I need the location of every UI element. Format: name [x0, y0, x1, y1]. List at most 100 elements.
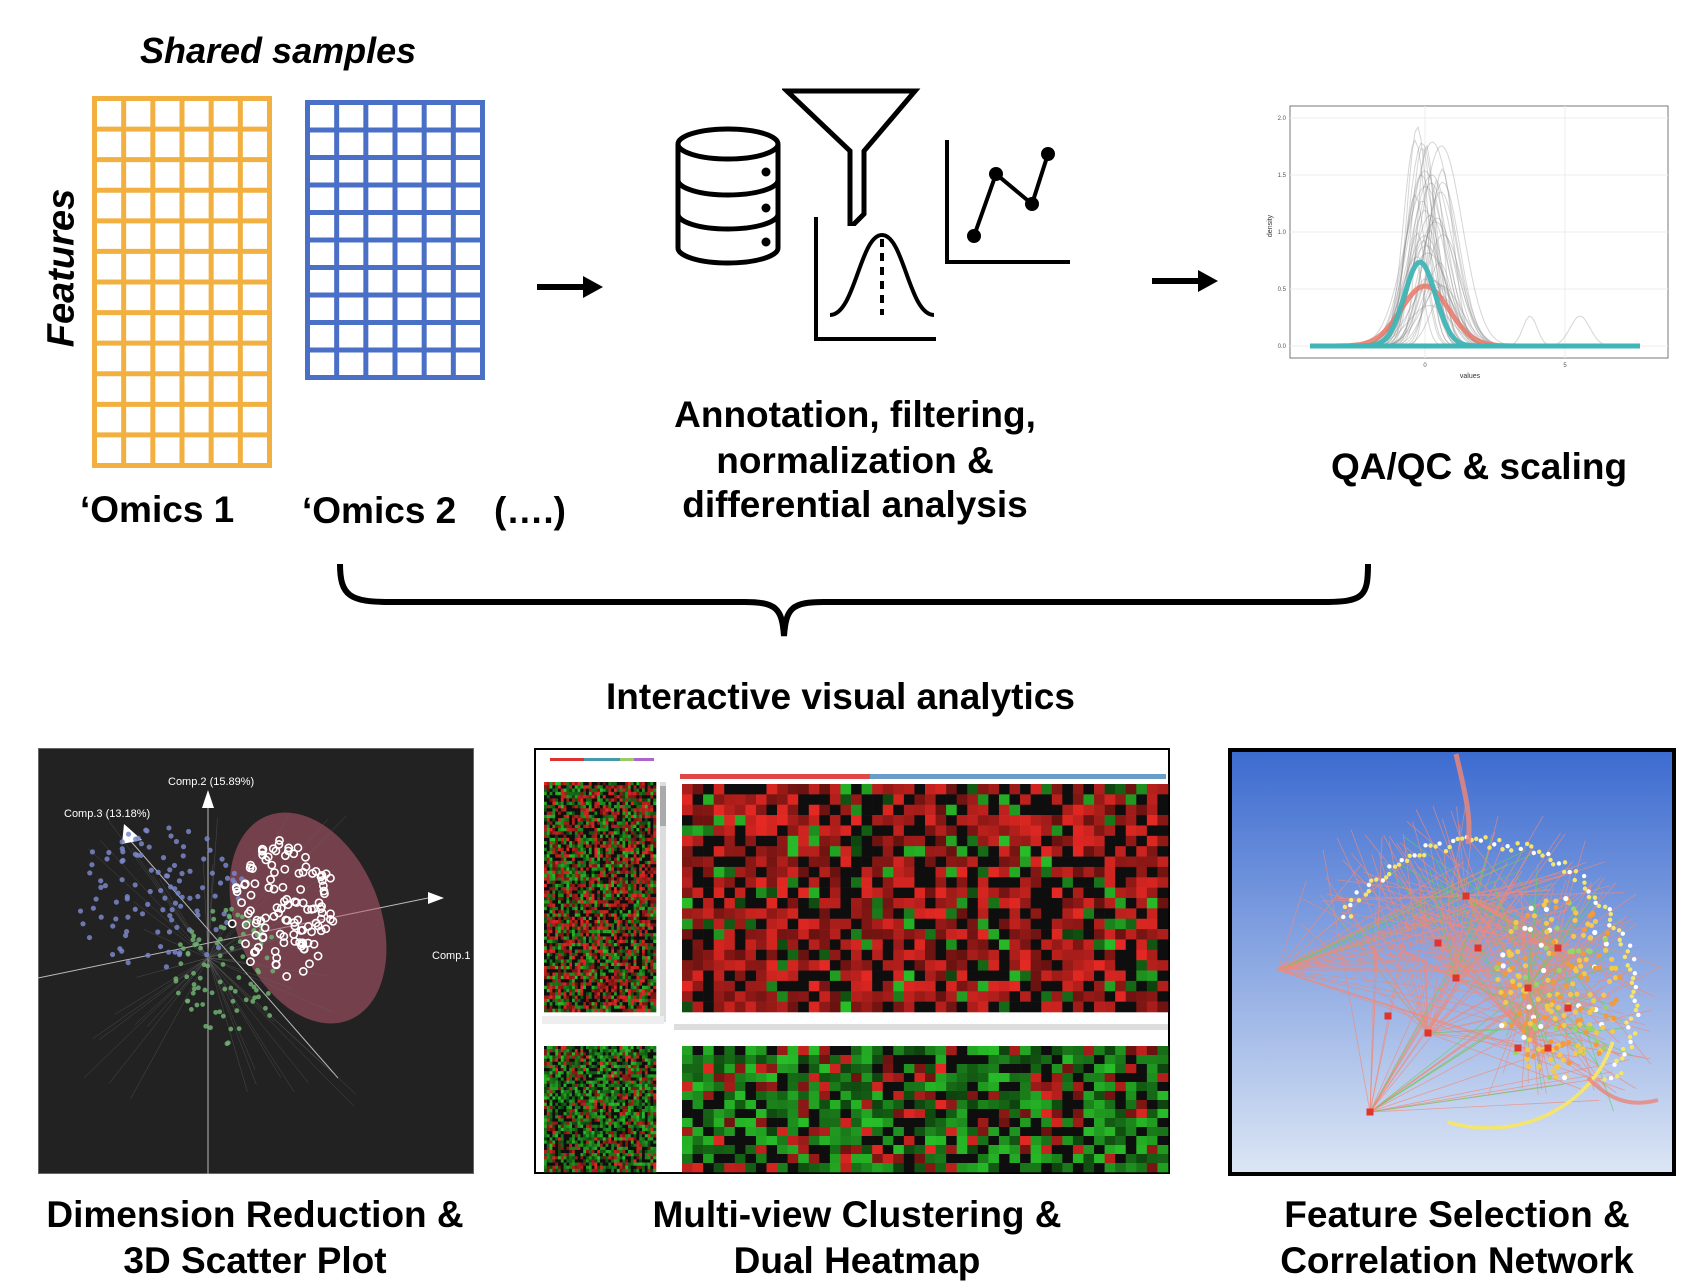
scatter-point	[263, 1006, 268, 1011]
network-node	[1566, 1060, 1571, 1065]
network-node	[1357, 898, 1361, 902]
network-node	[1495, 977, 1500, 982]
network-node	[1609, 957, 1614, 962]
network-node	[1594, 1030, 1599, 1035]
network-node	[1447, 845, 1451, 849]
network-node	[1574, 991, 1579, 996]
scatter-point	[204, 952, 209, 957]
network-node	[1384, 875, 1388, 879]
scatter-point	[191, 991, 196, 996]
network-hub	[1453, 975, 1460, 982]
scatter-point	[204, 836, 209, 841]
network-node	[1503, 1000, 1508, 1005]
network-node	[1412, 853, 1416, 857]
network-node	[1601, 1045, 1606, 1050]
network-node	[1570, 981, 1575, 986]
scatter-point	[213, 1010, 218, 1015]
network-node	[1628, 1040, 1632, 1044]
network-node	[1519, 1122, 1523, 1126]
scatter-point	[210, 909, 215, 914]
scatter-point	[138, 853, 143, 858]
scatter-point	[231, 999, 236, 1004]
network-node	[1623, 955, 1627, 959]
scatter-point	[229, 907, 234, 912]
network-node	[1609, 1076, 1613, 1080]
network-node	[1632, 999, 1636, 1003]
network-node	[1512, 1124, 1516, 1128]
network-node	[1553, 1016, 1558, 1021]
network-node	[1522, 1121, 1526, 1125]
network-node	[1437, 841, 1441, 845]
network-node	[1354, 890, 1358, 894]
network-node	[1632, 957, 1636, 961]
network-node	[1553, 899, 1558, 904]
network-node	[1562, 1023, 1567, 1028]
network-node	[1408, 854, 1412, 858]
network-node	[1557, 994, 1562, 999]
scatter-point	[192, 987, 197, 992]
density-xtick: 5	[1563, 363, 1567, 369]
scatter-point	[265, 955, 270, 960]
network-node	[1509, 1022, 1514, 1027]
scatter-point	[235, 913, 240, 918]
network-node	[1527, 1037, 1532, 1042]
scatter-point	[149, 868, 154, 873]
network-node	[1582, 874, 1586, 878]
network-node	[1572, 918, 1577, 923]
network-node	[1587, 913, 1592, 918]
network-node	[1630, 1045, 1634, 1049]
network-node	[1526, 1004, 1531, 1009]
network-node	[1633, 971, 1637, 975]
density-ytick: 0.0	[1278, 344, 1287, 350]
scatter-point	[103, 883, 108, 888]
network-node	[1501, 963, 1506, 968]
network-node	[1576, 948, 1581, 953]
scatter-point	[181, 844, 186, 849]
network-node	[1619, 1071, 1623, 1075]
omics2-matrix	[305, 100, 485, 380]
distribution-curve-icon	[810, 215, 940, 345]
network-node	[1526, 1064, 1531, 1069]
network-node	[1481, 1126, 1485, 1130]
network-node	[1492, 1126, 1496, 1130]
scatter-point	[187, 896, 192, 901]
network-node	[1617, 974, 1622, 979]
scatter-point	[161, 855, 166, 860]
scatter-point	[148, 889, 153, 894]
scatter-point	[140, 911, 145, 916]
network-node	[1562, 1075, 1567, 1080]
scatter-point	[120, 839, 125, 844]
network-node	[1573, 1009, 1578, 1014]
network-node	[1628, 967, 1632, 971]
scatter-point	[87, 870, 92, 875]
network-node	[1634, 985, 1638, 989]
scatter-point	[221, 1014, 226, 1019]
processing-line-1: Annotation, filtering,	[640, 392, 1070, 438]
arrow-right-icon	[535, 272, 605, 302]
network-node	[1492, 842, 1496, 846]
network-node	[1586, 889, 1590, 893]
scatter-point	[187, 869, 192, 874]
network-node	[1607, 923, 1611, 927]
scatter-point	[240, 914, 245, 919]
network-node	[1500, 847, 1504, 851]
network-node	[1547, 993, 1552, 998]
network-node	[1387, 864, 1391, 868]
network-node	[1591, 998, 1596, 1003]
scatter-point	[198, 946, 203, 951]
heatmap-bottom-overview	[544, 1046, 656, 1172]
network-node	[1537, 850, 1541, 854]
network-node	[1478, 1126, 1482, 1130]
scatter-point	[120, 846, 125, 851]
scatter-point	[147, 844, 152, 849]
network-node	[1629, 1017, 1633, 1021]
network-node	[1631, 990, 1635, 994]
scatter-point	[222, 987, 227, 992]
network-node	[1549, 1002, 1554, 1007]
scatter-point	[223, 863, 228, 868]
heatmap-caption-line-2: Dual Heatmap	[612, 1238, 1102, 1284]
density-xlabel: values	[1460, 373, 1481, 380]
network-node	[1510, 965, 1515, 970]
correlation-network-panel	[1228, 748, 1676, 1176]
scatter-point	[269, 935, 274, 940]
